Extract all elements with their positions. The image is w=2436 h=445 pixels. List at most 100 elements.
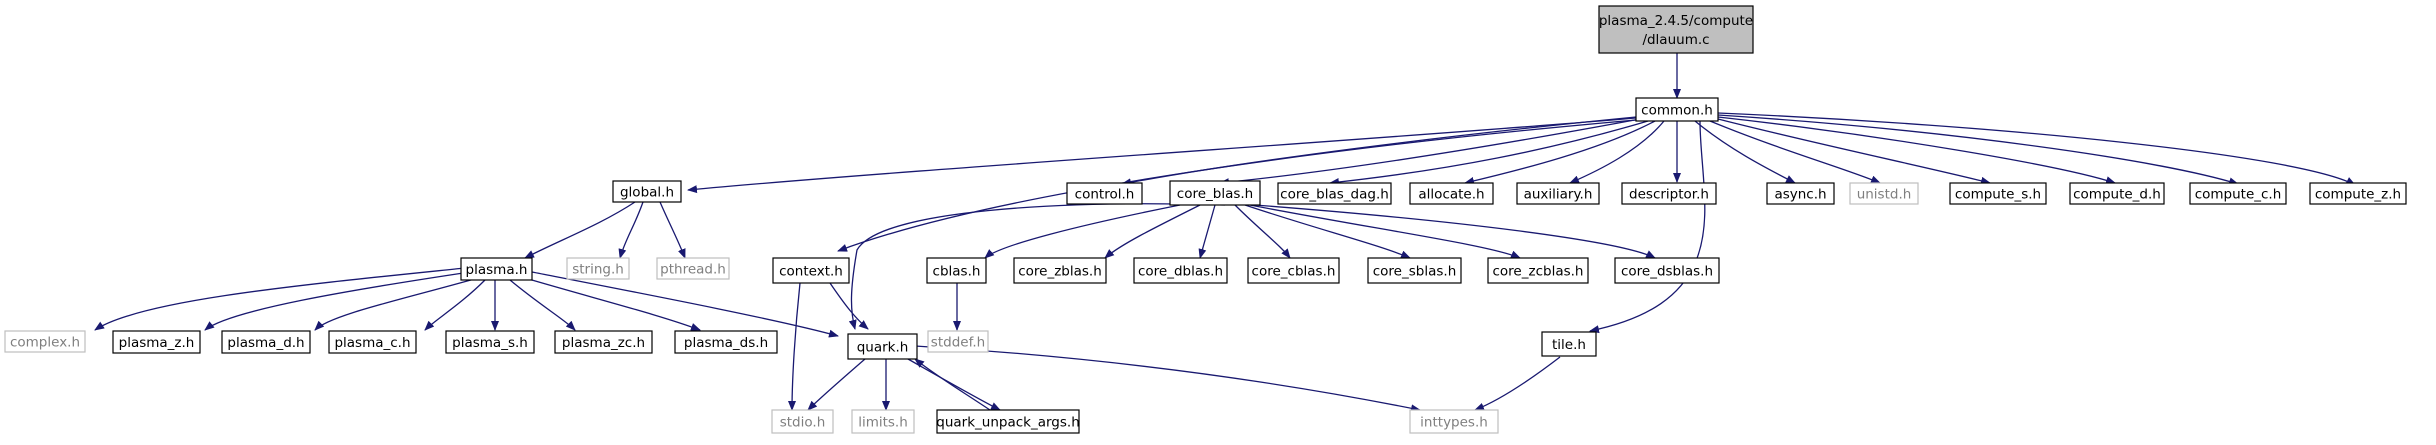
node-label-quark: quark.h (857, 340, 909, 356)
node-label-limits: limits.h (858, 415, 908, 431)
node-label-plasma-c: plasma_c.h (334, 335, 410, 351)
node-label-async: async.h (1774, 187, 1826, 203)
node-label-compute-c: compute_c.h (2195, 187, 2282, 203)
edge-core_blas-core_dblas (1198, 204, 1216, 259)
node-label-auxiliary: auxiliary.h (1524, 187, 1593, 203)
edge-common-compute_c (1717, 114, 2239, 186)
node-label-tile: tile.h (1552, 337, 1586, 353)
edge-quark-stdio (807, 358, 866, 411)
node-plasma-c: plasma_c.h (328, 330, 417, 354)
node-label-inttypes: inttypes.h (1420, 415, 1488, 431)
node-label-complex: complex.h (10, 335, 80, 351)
edge-common-async (1694, 120, 1796, 184)
node-control: control.h (1066, 182, 1143, 205)
edge-core_blas-core_dsblas (1254, 204, 1656, 259)
node-global: global.h (612, 180, 682, 203)
node-root-dlauum-c: plasma_2.4.5/compute/dlauum.c (1598, 5, 1754, 54)
node-compute-z: compute_z.h (2309, 182, 2407, 205)
node-label-plasma-zc: plasma_zc.h (562, 335, 645, 351)
node-label-stddef: stddef.h (931, 335, 985, 351)
node-plasma-d: plasma_d.h (221, 330, 311, 354)
node-label-plasma-ds: plasma_ds.h (684, 335, 768, 351)
node-inttypes: inttypes.h (1409, 409, 1499, 434)
edge-common-unistd (1709, 120, 1881, 184)
edge-common-compute_d (1717, 116, 2116, 185)
node-compute-s: compute_s.h (1949, 182, 2047, 205)
node-label-core-dblas: core_dblas.h (1138, 264, 1223, 280)
edge-common-compute_s (1717, 118, 1991, 185)
node-quark: quark.h (847, 333, 918, 360)
node-plasma-s: plasma_s.h (445, 330, 535, 354)
edge-core_blas-core_cblas (1234, 204, 1291, 259)
node-quark-unpack-args: quark_unpack_args.h (936, 409, 1080, 434)
node-core-sblas: core_sblas.h (1367, 257, 1462, 284)
node-core-dsblas: core_dsblas.h (1614, 257, 1720, 284)
node-pthread: pthread.h (656, 257, 730, 280)
node-plasma-z: plasma_z.h (112, 330, 201, 354)
edge-context-quark (829, 282, 869, 330)
edge-common-global (687, 117, 1637, 194)
node-label-plasma-s: plasma_s.h (452, 335, 528, 351)
node-cblas: cblas.h (926, 257, 987, 284)
node-label-plasma-z: plasma_z.h (119, 335, 195, 351)
node-descriptor: descriptor.h (1621, 182, 1717, 205)
node-core-zblas: core_zblas.h (1013, 257, 1107, 284)
edge-plasma-plasma_zc (509, 279, 576, 331)
edge-context-stdio (788, 282, 801, 411)
node-complex: complex.h (4, 330, 86, 353)
node-label-control: control.h (1075, 187, 1135, 203)
edge-core_blas-core_zblas (1104, 204, 1201, 259)
dependency-edges (94, 53, 2356, 413)
edge-plasma-complex (94, 267, 466, 331)
edge-common-allocate (1464, 120, 1656, 185)
node-compute-d: compute_d.h (2069, 182, 2165, 205)
node-string: string.h (566, 257, 630, 280)
node-label-global: global.h (620, 185, 674, 201)
node-core-blas-dag: core_blas_dag.h (1277, 182, 1392, 205)
node-auxiliary: auxiliary.h (1516, 182, 1600, 205)
node-label-compute-s: compute_s.h (1955, 187, 2041, 203)
node-label-core-zblas: core_zblas.h (1018, 264, 1102, 280)
edge-plasma-plasma_d (314, 277, 479, 331)
node-label-string: string.h (572, 262, 624, 278)
edge-common-core_blas_dag (1329, 120, 1649, 187)
node-async: async.h (1766, 182, 1835, 205)
node-label-compute-z: compute_z.h (2315, 187, 2401, 203)
edge-quark-inttypes (914, 345, 1421, 413)
edge-common-compute_z (1717, 112, 2356, 186)
node-tile: tile.h (1541, 331, 1597, 357)
edge-tile-inttypes (1474, 356, 1561, 411)
edge-common-control (1121, 116, 1637, 187)
node-plasma-zc: plasma_zc.h (554, 330, 653, 354)
node-plasma: plasma.h (460, 257, 533, 281)
node-label-quark-unpack-args: quark_unpack_args.h (936, 415, 1080, 431)
edge-core_blas-core_sblas (1244, 204, 1411, 259)
node-label-core-blas-dag: core_blas_dag.h (1280, 187, 1389, 203)
node-unistd: unistd.h (1849, 182, 1919, 205)
edge-quark-quark_unpack_args (907, 358, 1001, 411)
node-label-core-dsblas: core_dsblas.h (1621, 264, 1713, 280)
node-compute-c: compute_c.h (2189, 182, 2287, 205)
node-allocate: allocate.h (1409, 182, 1494, 205)
edge-common-auxiliary (1569, 120, 1665, 184)
edge-common-tile (1589, 120, 1706, 334)
node-label-core-zcblas: core_zcblas.h (1493, 264, 1584, 280)
edge-global-plasma (524, 201, 636, 259)
include-nodes: plasma_2.4.5/compute/dlauum.ccommon.hglo… (4, 5, 2407, 434)
node-label-allocate: allocate.h (1418, 187, 1484, 203)
root-label-line1: plasma_2.4.5/compute (1599, 13, 1753, 29)
edge-plasma-plasma_c (424, 279, 486, 331)
node-label-stdio: stdio.h (780, 415, 826, 431)
edge-global-string (618, 201, 644, 259)
node-label-pthread: pthread.h (660, 262, 726, 278)
node-core-cblas: core_cblas.h (1247, 257, 1340, 284)
node-label-cblas: cblas.h (933, 264, 981, 280)
node-plasma-ds: plasma_ds.h (674, 330, 778, 354)
node-core-blas: core_blas.h (1169, 180, 1261, 206)
edge-plasma-plasma_z (204, 271, 471, 331)
node-label-core-blas: core_blas.h (1177, 186, 1253, 202)
root-label-line2: /dlauum.c (1642, 32, 1709, 48)
edge-plasma-quark (531, 271, 839, 338)
node-core-zcblas: core_zcblas.h (1487, 257, 1589, 284)
